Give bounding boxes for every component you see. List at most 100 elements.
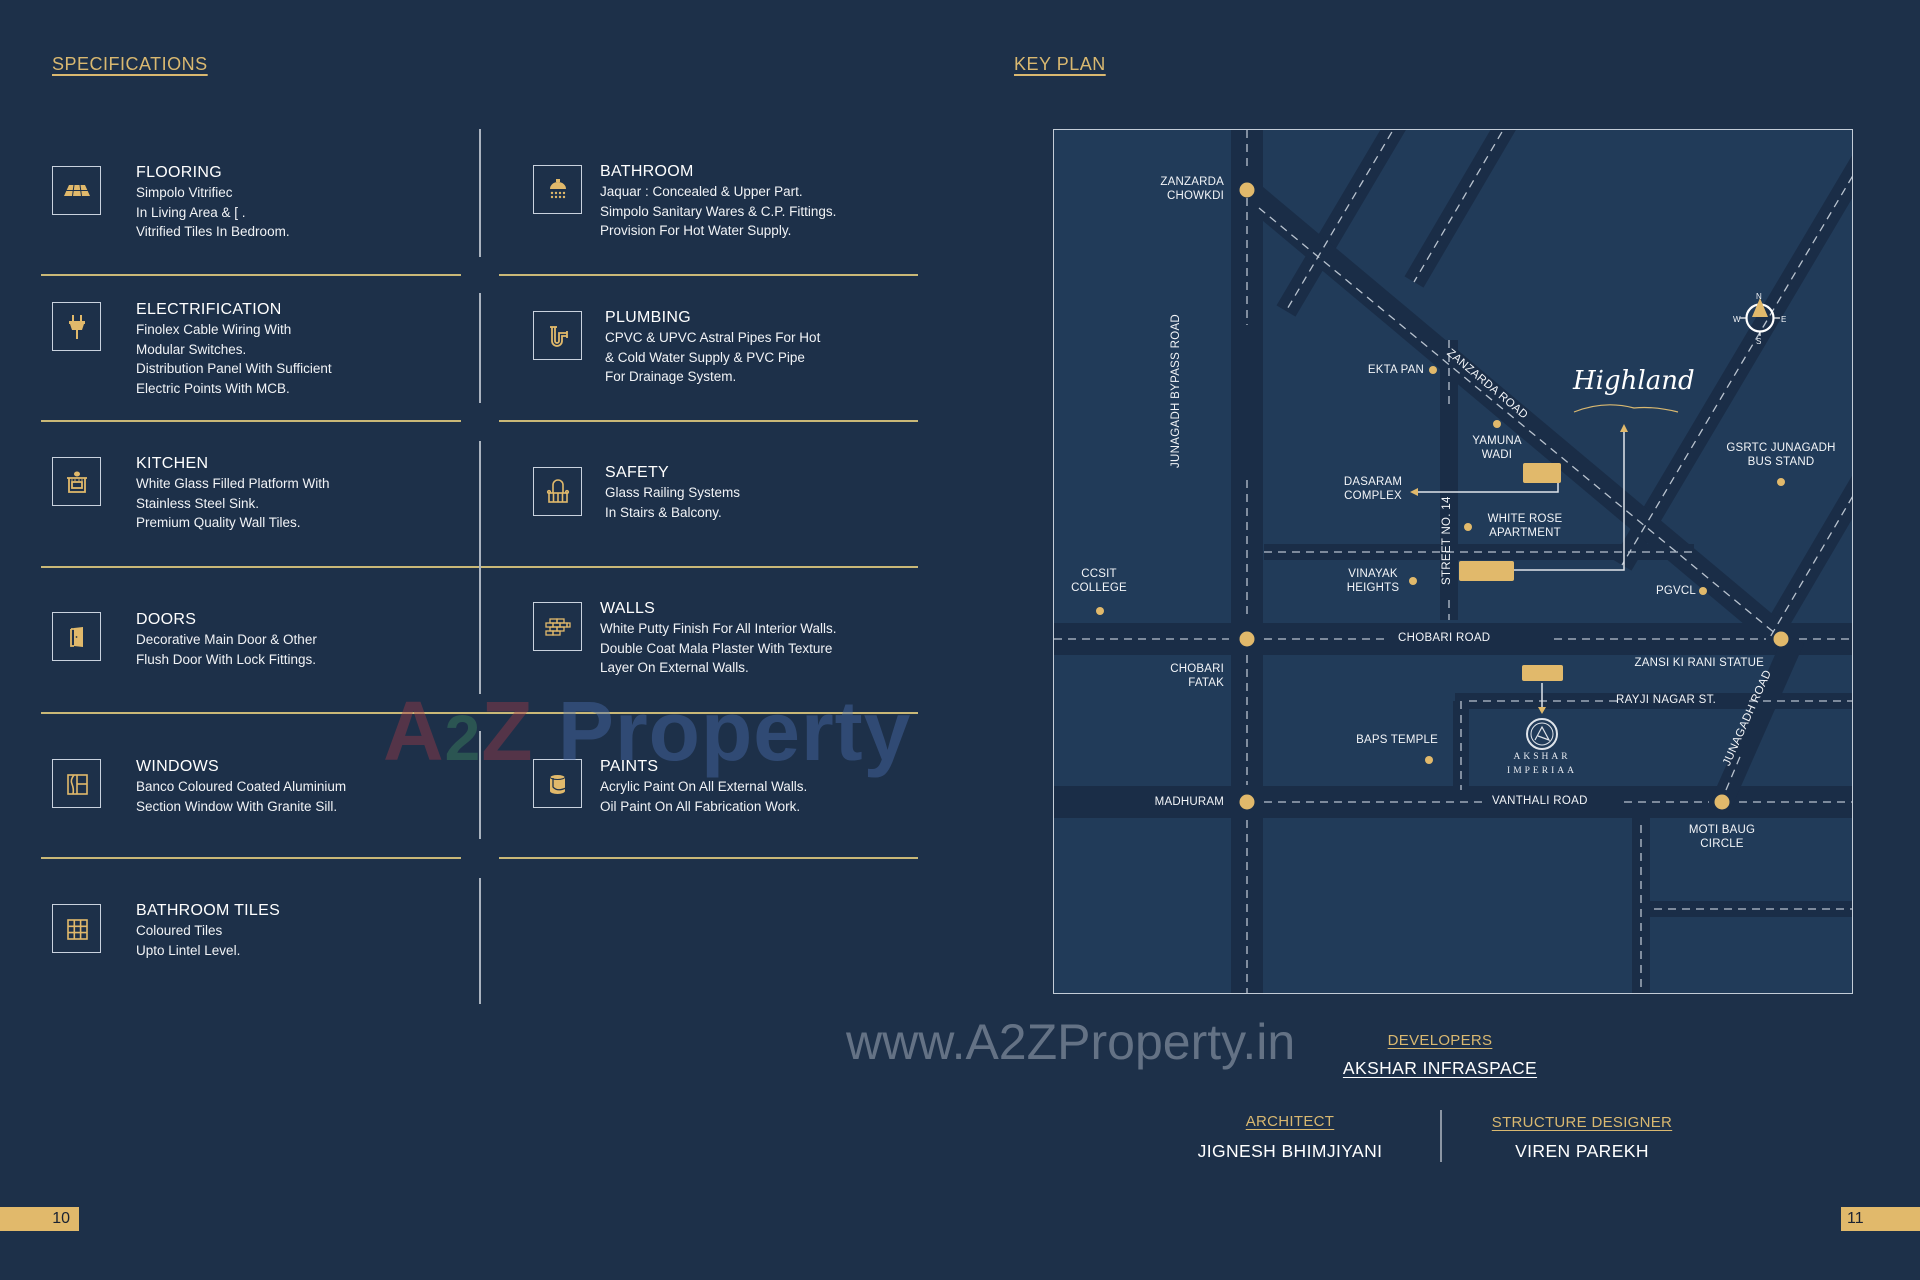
road-network: [1054, 130, 1852, 993]
place-gsrtc-bus-stand: GSRTC JUNAGADH BUS STAND: [1721, 441, 1841, 469]
spec-title: WINDOWS: [136, 758, 219, 775]
highland-logo: Highland: [1573, 366, 1695, 396]
spec-line: Acrylic Paint On All External Walls.: [600, 779, 808, 794]
spec-line: Banco Coloured Coated Aluminium: [136, 779, 347, 794]
stove-icon: [52, 457, 101, 506]
compass-w: W: [1733, 315, 1741, 324]
brick-wall-icon: [533, 602, 582, 651]
shower-icon: [533, 165, 582, 214]
spec-line: & Cold Water Supply & PVC Pipe: [605, 349, 805, 365]
spec-title: WALLS: [600, 600, 656, 617]
watermark-a: A: [383, 684, 445, 778]
compass-e: E: [1781, 315, 1787, 324]
spec-line: Vitrified Tiles In Bedroom.: [136, 224, 290, 239]
tile-grid-icon: [52, 904, 101, 953]
floor-tiles-icon: [52, 166, 101, 215]
project-logo-line2: IMPERIAA: [1507, 766, 1577, 776]
place-line: FATAK: [1188, 677, 1224, 689]
place-line: ZANZARDA: [1160, 176, 1224, 188]
watermark-2: 2: [444, 702, 482, 774]
spec-line: Modular Switches.: [136, 341, 247, 357]
project-logo-line1: AKSHAR: [1513, 752, 1571, 762]
spec-title: PAINTS: [600, 758, 659, 775]
paint-bucket-icon: [533, 759, 582, 808]
place-zanzarda-chowkdi: ZANZARDA CHOWKDI: [1144, 175, 1224, 203]
spec-line: Coloured Tiles: [136, 923, 223, 938]
plug-icon: [52, 302, 101, 351]
spec-line: Premium Quality Wall Tiles.: [136, 515, 301, 530]
column-divider: [479, 878, 481, 1004]
place-ekta-pan: EKTA PAN: [1367, 364, 1424, 376]
place-line: GSRTC JUNAGADH: [1726, 442, 1836, 454]
spec-line: Provision For Hot Water Supply.: [600, 223, 792, 238]
divider: [499, 274, 918, 276]
spec-line: CPVC & UPVC Astral Pipes For Hot: [605, 330, 821, 345]
column-divider: [479, 441, 481, 694]
spec-line: Upto Lintel Level.: [136, 942, 241, 958]
divider: [41, 274, 461, 276]
spec-line: Electric Points With MCB.: [136, 380, 290, 396]
key-plan-map: N W E S Highland AKSHAR IMPERIAA JUNAGAD…: [1053, 129, 1853, 994]
place-line: YAMUNA: [1472, 435, 1522, 447]
developers-label: DEVELOPERS: [1387, 1032, 1493, 1049]
spec-title: DOORS: [136, 611, 197, 628]
spec-title: PLUMBING: [605, 309, 691, 326]
spec-title: KITCHEN: [136, 455, 209, 472]
spec-line: Distribution Panel With Sufficient: [136, 361, 332, 376]
place-dasaram-complex: DASARAM COMPLEX: [1335, 475, 1411, 503]
page-number-right: 11: [1841, 1207, 1920, 1231]
developers-value: AKSHAR INFRASPACE: [1342, 1058, 1538, 1078]
place-pgvcl: PGVCL: [1656, 585, 1696, 597]
place-line: COLLEGE: [1071, 582, 1127, 594]
spec-line: Oil Paint On All Fabrication Work.: [600, 798, 801, 814]
place-line: WHITE ROSE: [1487, 513, 1563, 525]
page-number-label: 10: [52, 1210, 70, 1227]
place-line: VINAYAK: [1348, 568, 1398, 580]
compass-n: N: [1756, 292, 1762, 301]
column-divider: [479, 293, 481, 403]
place-zansi-statue: ZANSI KI RANI STATUE: [1634, 657, 1764, 669]
spec-line: For Drainage System.: [605, 369, 737, 384]
akshar-logo-icon: [1526, 718, 1558, 750]
divider: [499, 857, 918, 859]
place-line: APARTMENT: [1489, 527, 1561, 539]
spec-line: Decorative Main Door & Other: [136, 632, 317, 647]
road-label-vanthali: VANTHALI ROAD: [1492, 795, 1588, 807]
road-label-street14: STREET NO. 14: [1441, 496, 1453, 585]
watermark-logo: A2Z Property: [383, 683, 911, 780]
place-chobari-fatak: CHOBARI FATAK: [1134, 662, 1224, 690]
column-divider: [479, 731, 481, 839]
place-yamuna-wadi: YAMUNA WADI: [1459, 434, 1535, 462]
road-label-rayji: RAYJI NAGAR ST.: [1616, 694, 1717, 706]
place-line: HEIGHTS: [1346, 582, 1400, 594]
spec-line: Double Coat Mala Plaster With Texture: [600, 640, 833, 656]
spec-line: In Living Area & [ .: [136, 204, 246, 220]
structure-designer-value: VIREN PAREKH: [1515, 1141, 1649, 1161]
spec-title: ELECTRIFICATION: [136, 301, 282, 318]
watermark-url: www.A2ZProperty.in: [846, 1014, 1296, 1070]
spec-title: SAFETY: [605, 464, 670, 481]
spec-line: Layer On External Walls.: [600, 660, 749, 675]
spec-line: Finolex Cable Wiring With: [136, 322, 292, 337]
page-number-label: 11: [1847, 1210, 1864, 1227]
column-divider: [479, 129, 481, 257]
compass-icon: [1740, 298, 1780, 336]
place-vinayak-heights: VINAYAK HEIGHTS: [1338, 567, 1408, 595]
key-plan-heading: KEY PLAN: [1014, 54, 1106, 74]
architect-value: JIGNESH BHIMJIYANI: [1197, 1141, 1383, 1161]
place-line: CHOWKDI: [1167, 190, 1224, 202]
watermark-z: Z: [481, 684, 534, 778]
spec-title: BATHROOM TILES: [136, 902, 281, 919]
spec-line: Glass Railing Systems: [605, 485, 741, 500]
divider: [41, 857, 461, 859]
place-line: COMPLEX: [1344, 490, 1402, 502]
spec-line: Simpolo Vitrifiec: [136, 185, 233, 200]
pipe-icon: [533, 311, 582, 360]
place-ccsit-college: CCSIT COLLEGE: [1064, 567, 1134, 595]
spec-line: White Putty Finish For All Interior Wall…: [600, 621, 837, 636]
place-baps-temple: BAPS TEMPLE: [1356, 734, 1438, 746]
divider: [41, 712, 918, 714]
spec-line: In Stairs & Balcony.: [605, 504, 722, 520]
road-label-bypass: JUNAGADH BYPASS ROAD: [1170, 313, 1182, 468]
spec-title: BATHROOM: [600, 163, 694, 180]
